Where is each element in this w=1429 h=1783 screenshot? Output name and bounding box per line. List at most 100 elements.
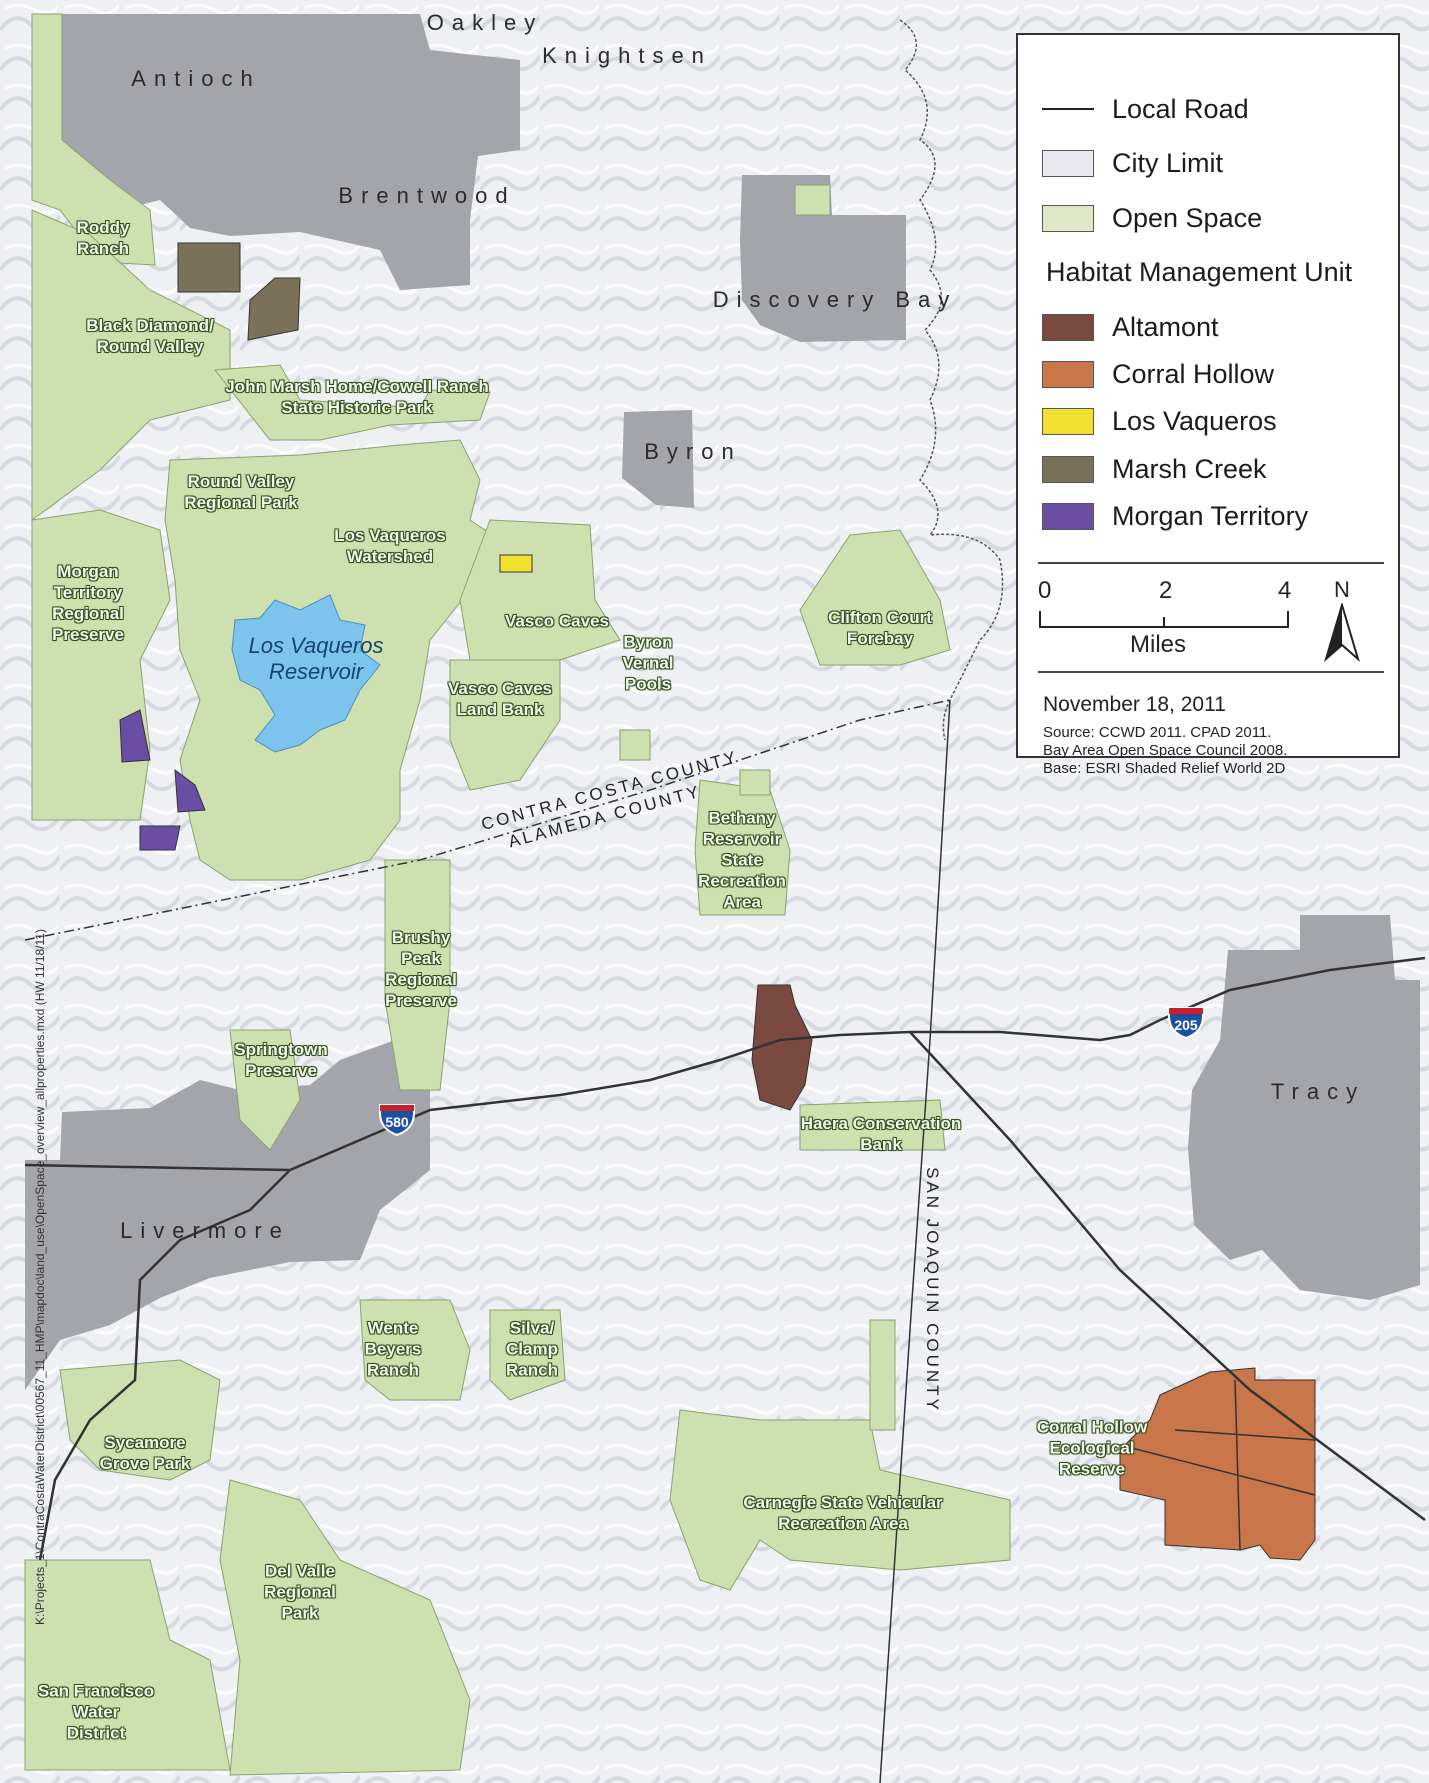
byron-city	[622, 410, 694, 508]
legend-item-altamont: Altamont	[1042, 311, 1219, 343]
interstate-205-shield: 205	[1167, 1004, 1205, 1040]
interstate-205-number: 205	[1174, 1017, 1198, 1033]
north-label: N	[1334, 577, 1350, 602]
morgan-territory-swatch	[1042, 502, 1094, 530]
springtown-open-space	[229, 1029, 301, 1151]
livermore-road	[38, 1169, 291, 1561]
altamont-swatch	[1042, 313, 1094, 341]
north-arrow: N	[1318, 577, 1366, 663]
wente-open-space	[359, 1299, 471, 1401]
source-line-1: Source: CCWD 2011. CPAD 2011.	[1043, 724, 1272, 741]
discovery-bay-city	[740, 175, 906, 342]
scale-bar-line	[1039, 611, 1289, 628]
antioch-oakley-brentwood-city	[60, 14, 520, 290]
interstate-580-number: 580	[385, 1114, 409, 1130]
legend-divider-2	[1038, 671, 1384, 673]
corral-hollow-road	[909, 1031, 1426, 1522]
file-path-label: K:\Projects_1\ContraCostaWaterDistrict\0…	[33, 929, 47, 1625]
marsh-creek-unit	[177, 242, 301, 341]
del-valle-open-space	[219, 1479, 471, 1776]
legend-divider	[1038, 562, 1384, 564]
city-label-knightsen: Knightsen	[542, 43, 712, 68]
vasco-land-bank-open-space	[449, 659, 561, 791]
place-label-vasco-caves: Vasco Caves	[505, 611, 609, 631]
city-label-discovery-bay: Discovery Bay	[712, 287, 958, 312]
legend-item-morgan-territory: Morgan Territory	[1042, 500, 1308, 532]
city-label-oakley: Oakley	[426, 10, 544, 35]
city-label-antioch: Antioch	[131, 66, 261, 91]
habitat-units	[119, 242, 1316, 1561]
morgan-territory-unit	[119, 709, 206, 851]
legend-item-local-road: Local Road	[1042, 93, 1249, 125]
los-vaqueros-unit	[499, 554, 533, 573]
legend-item-corral-hollow: Corral Hollow	[1042, 358, 1274, 390]
sf-water-open-space	[24, 1559, 231, 1771]
antioch-open-space	[31, 13, 156, 266]
los-vaqueros-reservoir	[231, 594, 381, 753]
north-arrow-icon	[1324, 603, 1360, 663]
east-corridor-open-space	[869, 1319, 896, 1431]
west-open-space	[31, 209, 231, 521]
byron-area-open-space	[619, 729, 651, 761]
old-river	[899, 19, 1004, 741]
corral-hollow-swatch	[1042, 360, 1094, 388]
los-vaqueros-swatch	[1042, 407, 1094, 435]
local-road-symbol	[1042, 108, 1094, 110]
source-line-2: Bay Area Open Space Council 2008.	[1043, 742, 1288, 759]
contra-costa-alameda-line	[24, 699, 951, 941]
brushy-peak-open-space	[384, 859, 451, 1091]
livermore-city	[25, 1040, 430, 1390]
legend-item-los-vaqueros: Los Vaqueros	[1042, 405, 1277, 437]
scale-unit-label: Miles	[1130, 631, 1187, 658]
marsh-creek-swatch	[1042, 455, 1094, 483]
legend-item-marsh-creek: Marsh Creek	[1042, 453, 1267, 485]
scale-bar: 0 2 4 Miles	[1038, 571, 1298, 658]
county-lines	[24, 699, 951, 941]
city-limit-swatch	[1042, 149, 1094, 177]
legend-heading: Habitat Management Unit	[1046, 257, 1353, 287]
corral-hollow-unit	[1119, 1367, 1316, 1561]
haera-open-space	[799, 1099, 946, 1151]
roads	[24, 956, 1426, 1561]
legend-item-city-limit: City Limit	[1042, 147, 1223, 179]
tracy-city	[1188, 915, 1420, 1300]
corral-hollow-inner-road	[1119, 1379, 1316, 1551]
scale-tick-0: 0	[1038, 577, 1052, 604]
map-date: November 18, 2011	[1043, 693, 1226, 716]
silva-open-space	[489, 1309, 566, 1401]
place-label-black-diamond: Black Diamond/Round Valley	[86, 316, 214, 356]
interstate-580	[24, 956, 1426, 1172]
altamont-unit	[751, 984, 813, 1111]
john-marsh-open-space	[214, 364, 491, 441]
scale-tick-4: 4	[1278, 577, 1292, 604]
interstate-shield-icon	[1168, 1007, 1204, 1040]
scale-tick-2: 2	[1159, 577, 1173, 604]
city-label-byron: Byron	[644, 439, 742, 464]
county-label-san-joaquin: SAN JOAQUIN COUNTY	[923, 1167, 942, 1413]
source-line-3: Base: ESRI Shaded Relief World 2D	[1043, 760, 1286, 777]
map-legend: Local Road City Limit Open Space Habitat…	[1016, 33, 1400, 777]
open-space-swatch	[1042, 204, 1094, 232]
bethany-north-open-space	[739, 769, 771, 796]
discovery-bay-open-space	[794, 184, 831, 216]
interstate-580-shield: 580	[378, 1101, 416, 1137]
interstate-shield-icon	[379, 1104, 415, 1137]
